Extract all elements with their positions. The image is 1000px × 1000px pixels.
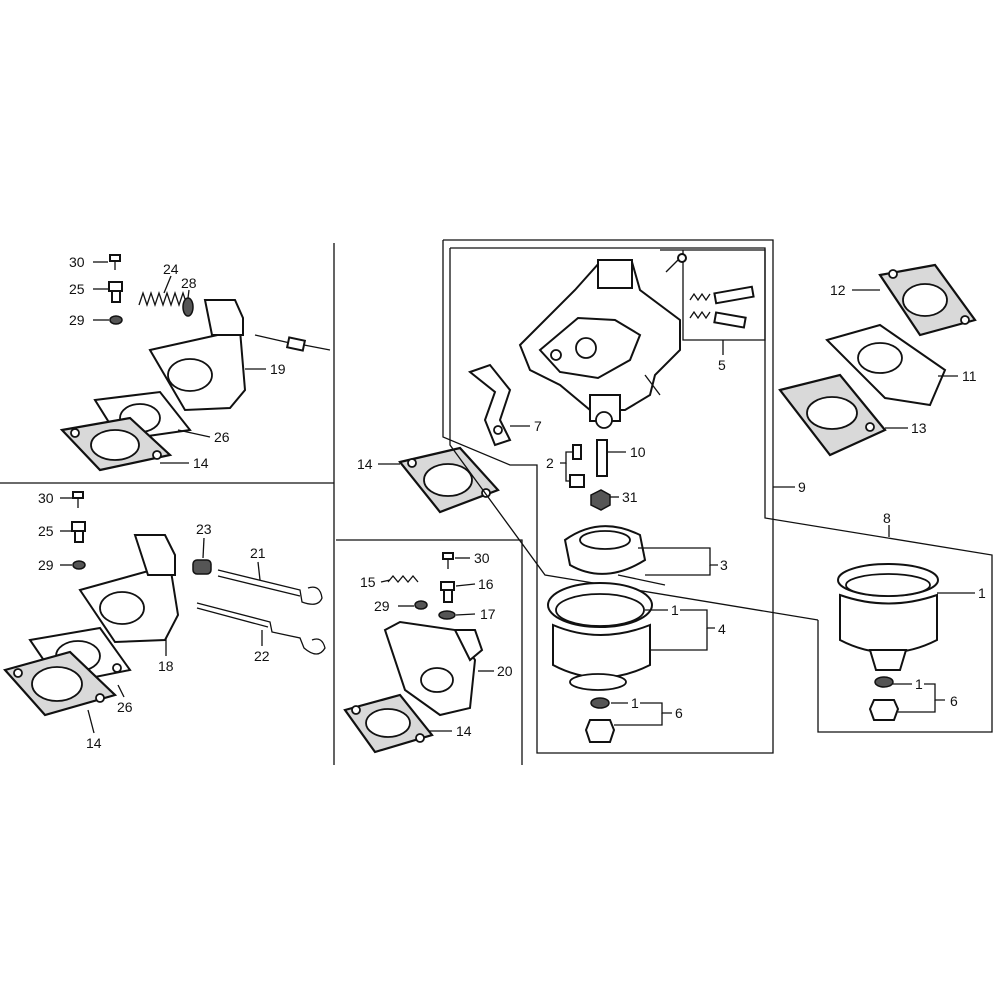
callout-19: 19 xyxy=(270,361,286,377)
nipple-part-25 xyxy=(108,281,123,303)
bracket-part-20 xyxy=(383,620,484,717)
bracket-part-19 xyxy=(148,299,247,412)
right-gasket-kit: 12 11 13 xyxy=(778,263,977,457)
gasket-part-13: 13 xyxy=(778,373,927,457)
pilot-screw-kit-part-5: 5 xyxy=(660,249,766,373)
callout-29: 29 xyxy=(69,312,85,328)
throttle-cable-end xyxy=(254,334,331,352)
callout-14: 14 xyxy=(193,455,209,471)
callout-14: 14 xyxy=(456,723,472,739)
screw-part-30 xyxy=(72,491,84,508)
callout-14: 14 xyxy=(357,456,373,472)
gasket-part-14 xyxy=(3,650,118,717)
callout-26: 26 xyxy=(117,699,133,715)
callout-14: 14 xyxy=(86,735,102,751)
callout-6: 6 xyxy=(675,705,683,721)
callout-30: 30 xyxy=(38,490,54,506)
callout-22: 22 xyxy=(254,648,270,664)
rod-part-22 xyxy=(196,602,326,655)
callout-16: 16 xyxy=(478,576,494,592)
callout-29: 29 xyxy=(38,557,54,573)
middle-gasket-kit: 14 xyxy=(357,446,500,514)
leaders-lower-middle xyxy=(380,557,494,732)
callout-30: 30 xyxy=(474,550,490,566)
callout-31: 31 xyxy=(622,489,638,505)
spring-part-15 xyxy=(387,574,419,584)
carburetor-body xyxy=(518,259,681,429)
gasket-part-12: 12 xyxy=(830,263,977,337)
callout-28: 28 xyxy=(181,275,197,291)
lower-middle-kit: 15 30 16 29 17 20 14 xyxy=(343,550,513,754)
callout-11: 11 xyxy=(962,368,977,384)
nut-part-29 xyxy=(414,600,428,610)
callout-7: 7 xyxy=(534,418,542,434)
drain-bolt-part-6: 1 6 xyxy=(584,695,683,743)
choke-lever-part-7: 7 xyxy=(467,363,542,447)
callout-1: 1 xyxy=(915,676,923,692)
float-part-3: 3 xyxy=(563,525,728,586)
callout-12: 12 xyxy=(830,282,846,298)
nipple-part-25 xyxy=(71,521,86,543)
callout-17: 17 xyxy=(480,606,496,622)
callout-13: 13 xyxy=(911,420,927,436)
callout-18: 18 xyxy=(158,658,174,674)
screw-in-kit xyxy=(665,253,687,273)
spring-part-24 xyxy=(138,290,188,308)
insulator-part-11: 11 xyxy=(825,323,977,407)
callout-10: 10 xyxy=(630,444,646,460)
float-chamber-set-part-8: 8 1 1 6 xyxy=(837,510,986,721)
callout-26: 26 xyxy=(214,429,230,445)
gasket-part-14 xyxy=(343,693,434,754)
screw-part-30 xyxy=(442,552,454,569)
callout-25: 25 xyxy=(38,523,54,539)
callout-9: 9 xyxy=(798,479,806,495)
callout-21: 21 xyxy=(250,545,266,561)
washer-part-17 xyxy=(438,610,456,620)
callout-8: 8 xyxy=(883,510,891,526)
gasket-part-14 xyxy=(59,416,173,472)
nut-part-29 xyxy=(109,315,123,325)
leaders-top-left xyxy=(93,261,266,464)
callout-1: 1 xyxy=(978,585,986,601)
assembly-frame xyxy=(442,239,993,754)
nut-part-29 xyxy=(72,560,86,570)
callout-29: 29 xyxy=(374,598,390,614)
float-chamber-part-4: 1 4 xyxy=(547,582,726,691)
callout-15: 15 xyxy=(360,574,376,590)
needle-part-10: 10 xyxy=(596,439,646,477)
leaders-bottom-left xyxy=(60,497,263,734)
callout-6: 6 xyxy=(950,693,958,709)
section-dividers xyxy=(0,243,523,765)
callout-4: 4 xyxy=(718,621,726,637)
callout-23: 23 xyxy=(196,521,212,537)
gasket-part-14 xyxy=(398,446,500,514)
callout-2: 2 xyxy=(546,455,554,471)
carburetor-assembly: 5 7 2 10 31 xyxy=(442,239,993,754)
callout-30: 30 xyxy=(69,254,85,270)
washer-part-28 xyxy=(182,297,194,317)
callout-1: 1 xyxy=(671,602,679,618)
callout-25: 25 xyxy=(69,281,85,297)
top-left-kit: 30 25 24 28 29 19 26 14 xyxy=(59,254,331,472)
bottom-left-kit: 30 25 29 23 21 22 18 26 14 xyxy=(3,490,326,751)
bushing-part-23 xyxy=(192,559,212,575)
callout-1: 1 xyxy=(631,695,639,711)
rod-part-21 xyxy=(217,569,323,605)
callout-20: 20 xyxy=(497,663,513,679)
screw-part-30 xyxy=(109,254,121,270)
nipple-part-16 xyxy=(440,581,455,603)
callout-24: 24 xyxy=(163,261,179,277)
bracket-part-18 xyxy=(78,534,180,644)
callout-3: 3 xyxy=(720,557,728,573)
callout-5: 5 xyxy=(718,357,726,373)
nut-part-31: 31 xyxy=(590,489,638,511)
main-jet-part-2: 2 xyxy=(546,444,585,488)
